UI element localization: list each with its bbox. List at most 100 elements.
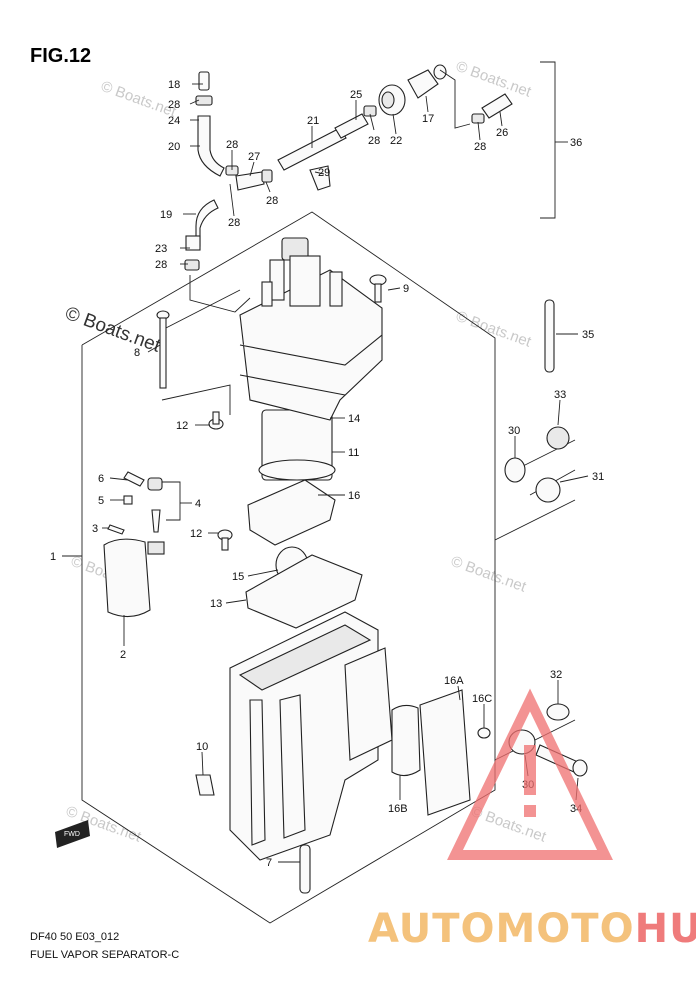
- hose-assembly: [184, 64, 513, 271]
- cover-16a: [419, 689, 471, 816]
- label-23: 23: [155, 243, 167, 255]
- part-30a: [504, 457, 526, 483]
- callout-labels: 18 28 24 20 28 27 28 28 2 1 25 28 22 17 2…: [50, 79, 604, 869]
- clip-28: [195, 95, 213, 106]
- label-22: 22: [390, 135, 402, 147]
- label-33: 33: [554, 389, 566, 401]
- label-28: 28: [155, 259, 167, 271]
- fwd-arrow: [55, 820, 90, 848]
- label-25: 25: [350, 89, 362, 101]
- fwd-label: FWD: [64, 831, 80, 838]
- label-16: 16: [348, 490, 360, 502]
- tower: [289, 255, 321, 307]
- gaskets: [245, 479, 363, 629]
- filter-17: [407, 69, 439, 99]
- port: [269, 259, 285, 301]
- washer-32: [546, 703, 570, 721]
- figure-title: FIG.12: [30, 45, 91, 67]
- label-31: 31: [592, 471, 604, 483]
- gasket-16b: [391, 704, 421, 777]
- outline-link: [494, 499, 576, 541]
- hose-26: [481, 93, 513, 119]
- joint-27: [235, 171, 265, 191]
- model-code: DF40 50 E03_012: [30, 931, 119, 943]
- label-26: 26: [496, 127, 508, 139]
- watermark-main: © Boats.net: [62, 303, 163, 357]
- bolt-8: [159, 317, 167, 389]
- label-28: 28: [474, 141, 486, 153]
- label-3: 3: [92, 523, 98, 535]
- part-6: [123, 471, 145, 487]
- label-35: 35: [582, 329, 594, 341]
- label-17: 17: [422, 113, 434, 125]
- brand-logo: AUTOMOTOHUB: [368, 688, 696, 952]
- lower-housing: [195, 611, 491, 894]
- label-15: 15: [232, 571, 244, 583]
- figure-subtitle: FUEL VAPOR SEPARATOR-C: [30, 949, 179, 961]
- watermark: © Boats.net: [449, 553, 529, 596]
- label-30: 30: [508, 425, 520, 437]
- label-32: 32: [550, 669, 562, 681]
- part-5: [123, 495, 133, 505]
- warning-triangle-icon: [447, 688, 613, 860]
- housing-window: [344, 647, 393, 761]
- warning-dot: [524, 805, 536, 817]
- label-6: 6: [98, 473, 104, 485]
- label-16b: 16B: [388, 803, 408, 815]
- screw-16c: [477, 727, 491, 739]
- bracket-36: [540, 61, 556, 219]
- screw-9: [374, 283, 382, 303]
- housing-rib: [279, 694, 306, 839]
- part-31: [535, 477, 561, 503]
- label-28: 28: [266, 195, 278, 207]
- watermark: © Boats.net: [454, 58, 534, 101]
- fitting-10: [195, 774, 215, 796]
- housing-top: [238, 624, 372, 691]
- clip-28: [471, 113, 485, 124]
- label-18: 18: [168, 79, 180, 91]
- label-20: 20: [168, 141, 180, 153]
- hose-21: [277, 127, 347, 171]
- housing-rib: [249, 699, 266, 846]
- port: [261, 281, 273, 307]
- clip-28: [261, 169, 273, 183]
- part-4-a: [147, 477, 163, 491]
- float-arm: [147, 541, 165, 555]
- screw-12b: [221, 537, 229, 551]
- pin-7: [299, 844, 311, 894]
- port: [329, 271, 343, 307]
- part-4-b: [151, 509, 161, 533]
- label-28: 28: [368, 135, 380, 147]
- label-4: 4: [195, 498, 201, 510]
- bowl-11-rim: [258, 459, 336, 481]
- label-7: 7: [266, 857, 272, 869]
- label-28: 28: [226, 139, 238, 151]
- label-14: 14: [348, 413, 360, 425]
- leaders: [62, 83, 589, 863]
- fwd-marker: FWD: [55, 820, 90, 848]
- part-33: [546, 426, 570, 450]
- label-13: 13: [210, 598, 222, 610]
- gasket-16: [247, 479, 336, 546]
- label-27: 27: [248, 151, 260, 163]
- label-1: 1: [50, 551, 56, 563]
- label-10: 10: [196, 741, 208, 753]
- label-24: 24: [168, 115, 180, 127]
- assembly-outline: [81, 211, 496, 924]
- label-28: 28: [228, 217, 240, 229]
- label-28: 28: [168, 99, 180, 111]
- label-9: 9: [403, 283, 409, 295]
- strap-35: [544, 299, 555, 373]
- label-11: 11: [348, 447, 359, 459]
- label-36: 36: [570, 137, 582, 149]
- brand-text: AUTOMOTOHUB: [368, 906, 696, 952]
- watermark: © Boats.net: [454, 308, 534, 351]
- separator-band: [239, 374, 346, 396]
- gasket-13: [245, 554, 363, 629]
- label-12: 12: [176, 420, 188, 432]
- clip-28: [184, 259, 200, 271]
- brand-part1: AUTOMOTO: [368, 906, 635, 952]
- separator-body: [239, 237, 383, 481]
- separator-band: [239, 334, 383, 366]
- label-2: 2: [120, 649, 126, 661]
